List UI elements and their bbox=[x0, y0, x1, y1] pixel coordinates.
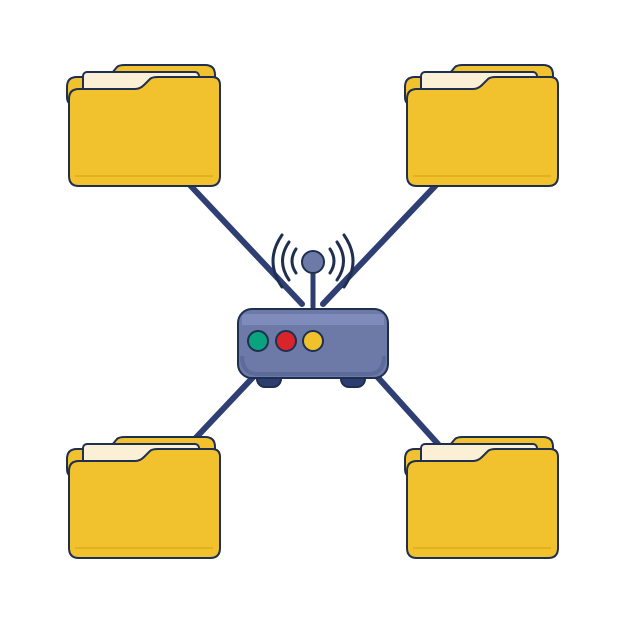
cable-top-right bbox=[320, 180, 441, 307]
wifi-waves-icon bbox=[271, 233, 355, 289]
cable-bottom-left bbox=[187, 369, 261, 447]
status-light-red bbox=[275, 330, 297, 352]
cable-bottom-right bbox=[370, 369, 441, 447]
folder-icon bbox=[404, 436, 559, 559]
status-light-yellow bbox=[302, 330, 324, 352]
folder-icon bbox=[66, 64, 221, 187]
router-top-highlight bbox=[242, 314, 384, 325]
router-icon bbox=[237, 233, 389, 388]
network-cable-icon bbox=[185, 180, 441, 447]
cable-top-left bbox=[185, 180, 305, 307]
folder-icon bbox=[66, 436, 221, 559]
router-bottom-shade bbox=[240, 355, 386, 376]
status-light-green bbox=[247, 330, 269, 352]
folder-icon bbox=[404, 64, 559, 187]
antenna-icon bbox=[301, 250, 325, 310]
